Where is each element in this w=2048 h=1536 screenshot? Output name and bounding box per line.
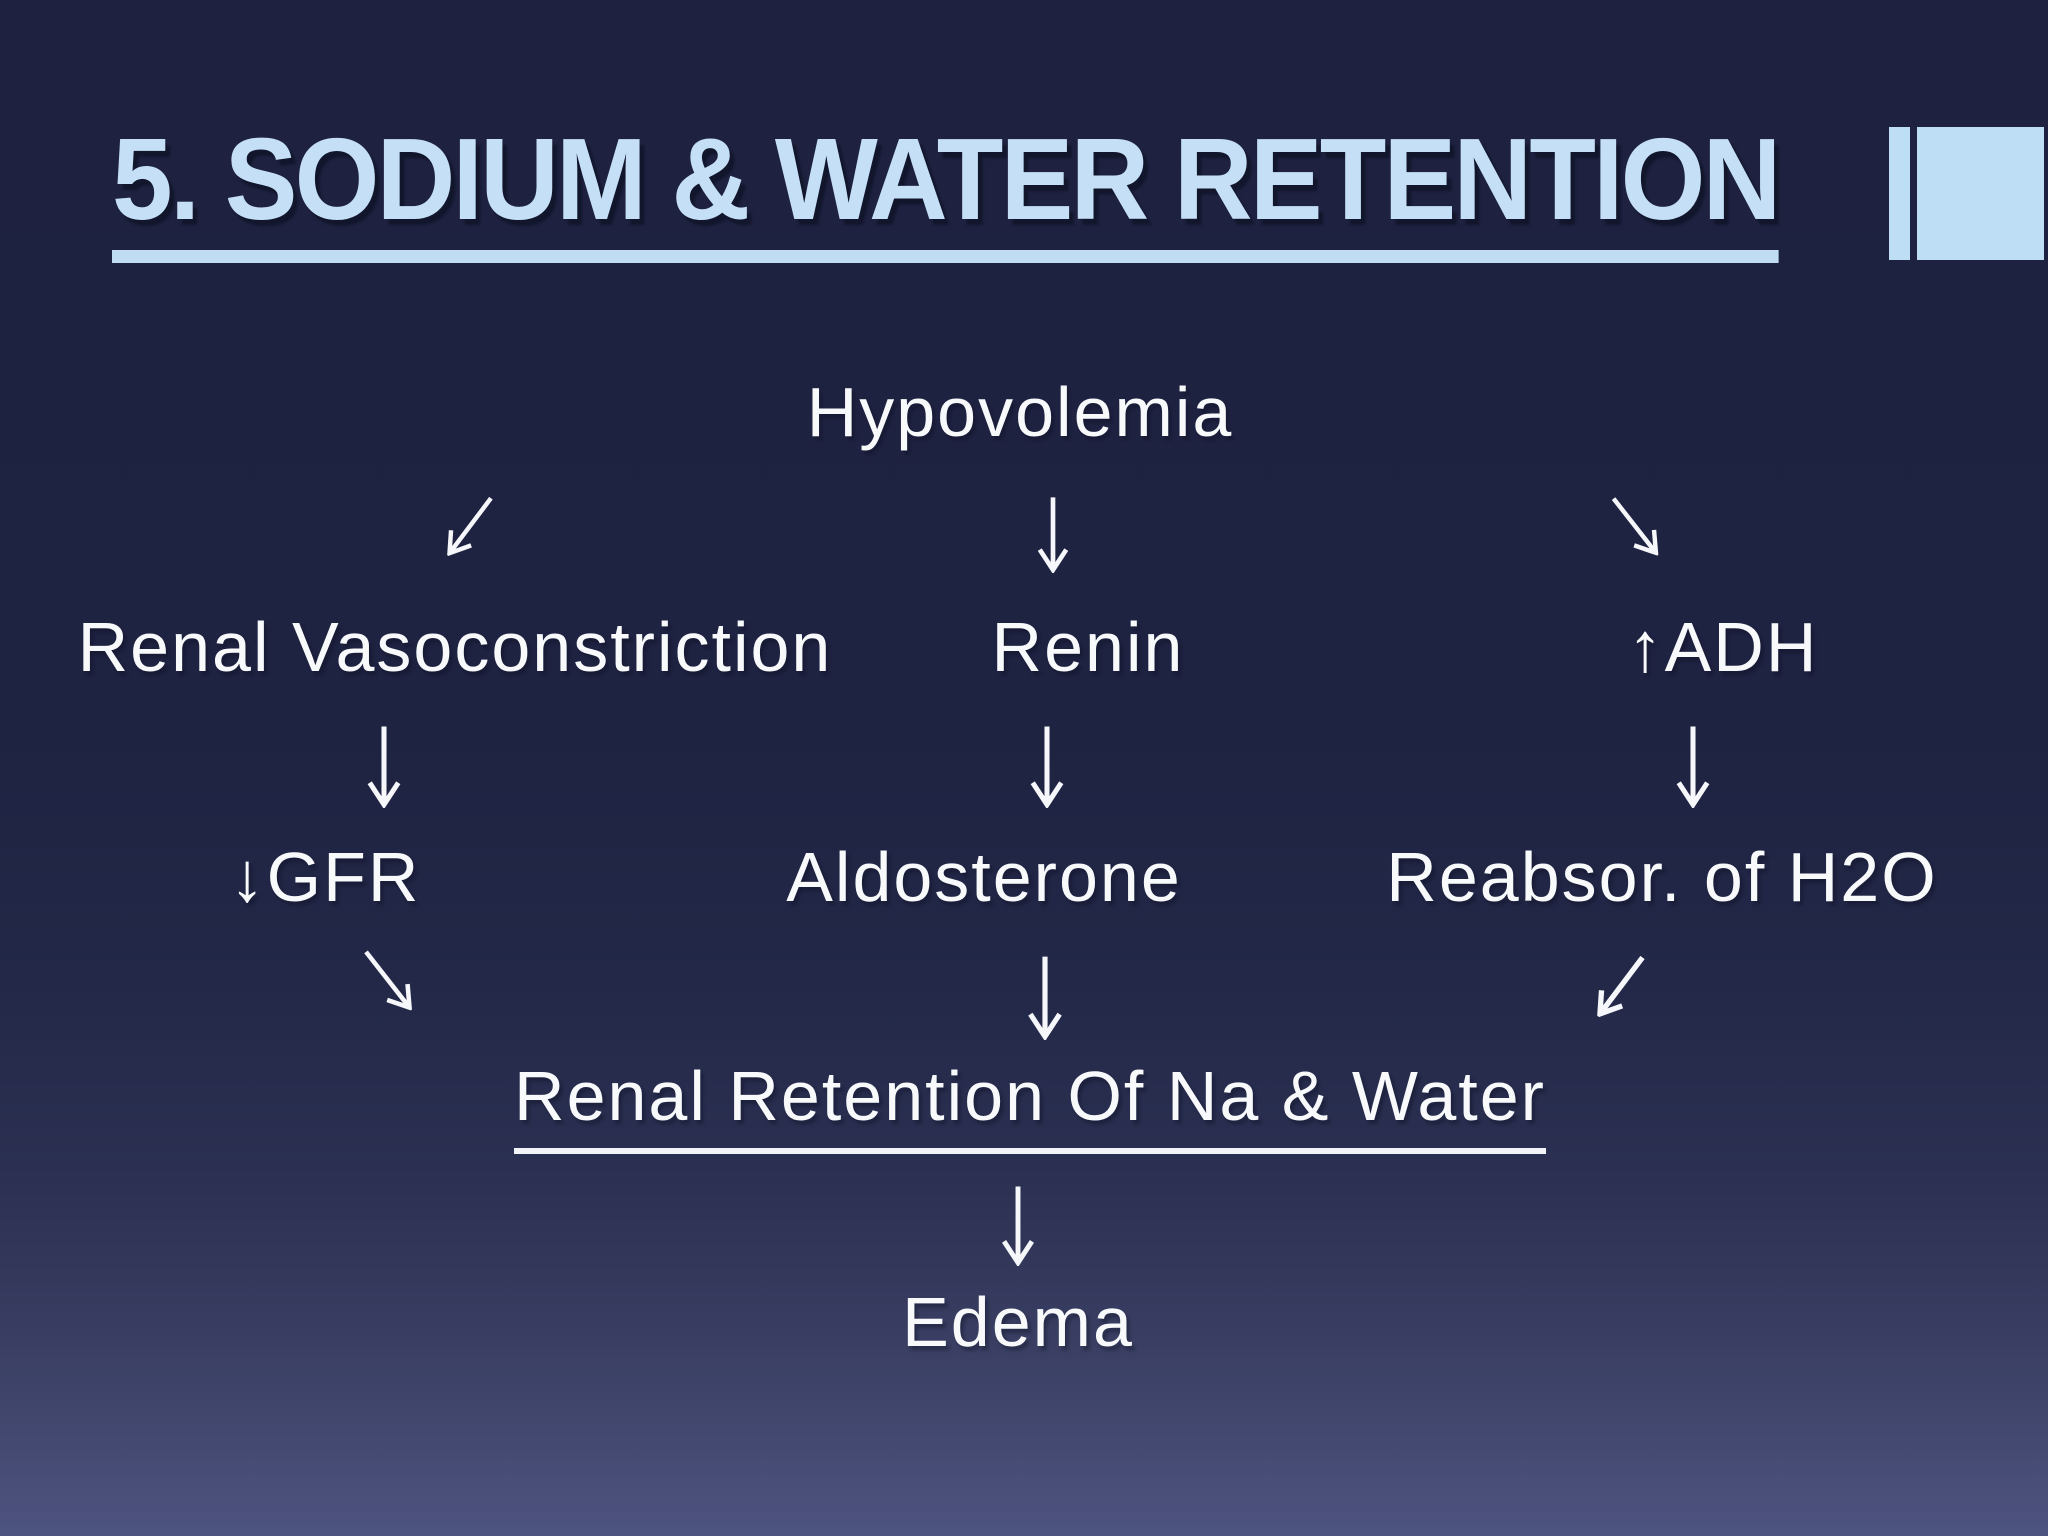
arrow-down-right-icon bbox=[346, 935, 431, 1024]
node-renal-vasoconstriction: Renal Vasoconstriction bbox=[77, 608, 833, 686]
accent-bar-wide-icon bbox=[1917, 127, 2044, 260]
node-reabsorption: Reabsor. of H2O bbox=[1386, 838, 1938, 916]
arrow-down-icon bbox=[354, 724, 414, 808]
arrow-down-icon bbox=[988, 1184, 1048, 1266]
node-edema: Edema bbox=[902, 1283, 1134, 1361]
arrow-down-left-icon bbox=[429, 482, 512, 570]
arrow-down-icon bbox=[1023, 495, 1083, 573]
slide-title: 5. SODIUM & WATER RETENTION bbox=[112, 112, 1781, 263]
node-renal-retention: Renal Retention Of Na & Water bbox=[514, 1056, 1546, 1154]
node-gfr: ↓GFR bbox=[229, 838, 421, 916]
arrow-down-icon bbox=[1017, 724, 1077, 808]
arrow-down-icon bbox=[1015, 954, 1075, 1040]
node-renin: Renin bbox=[991, 608, 1185, 686]
arrow-down-right-icon bbox=[1593, 482, 1676, 570]
arrow-down-left-icon bbox=[1579, 941, 1663, 1031]
accent-bar-thin-icon bbox=[1889, 127, 1910, 260]
node-aldosterone: Aldosterone bbox=[786, 838, 1182, 916]
node-adh: ↑ADH bbox=[1627, 608, 1819, 686]
arrow-down-icon bbox=[1663, 724, 1723, 808]
slide-title-block: 5. SODIUM & WATER RETENTION bbox=[112, 112, 1885, 263]
node-hypovolemia: Hypovolemia bbox=[806, 373, 1234, 451]
